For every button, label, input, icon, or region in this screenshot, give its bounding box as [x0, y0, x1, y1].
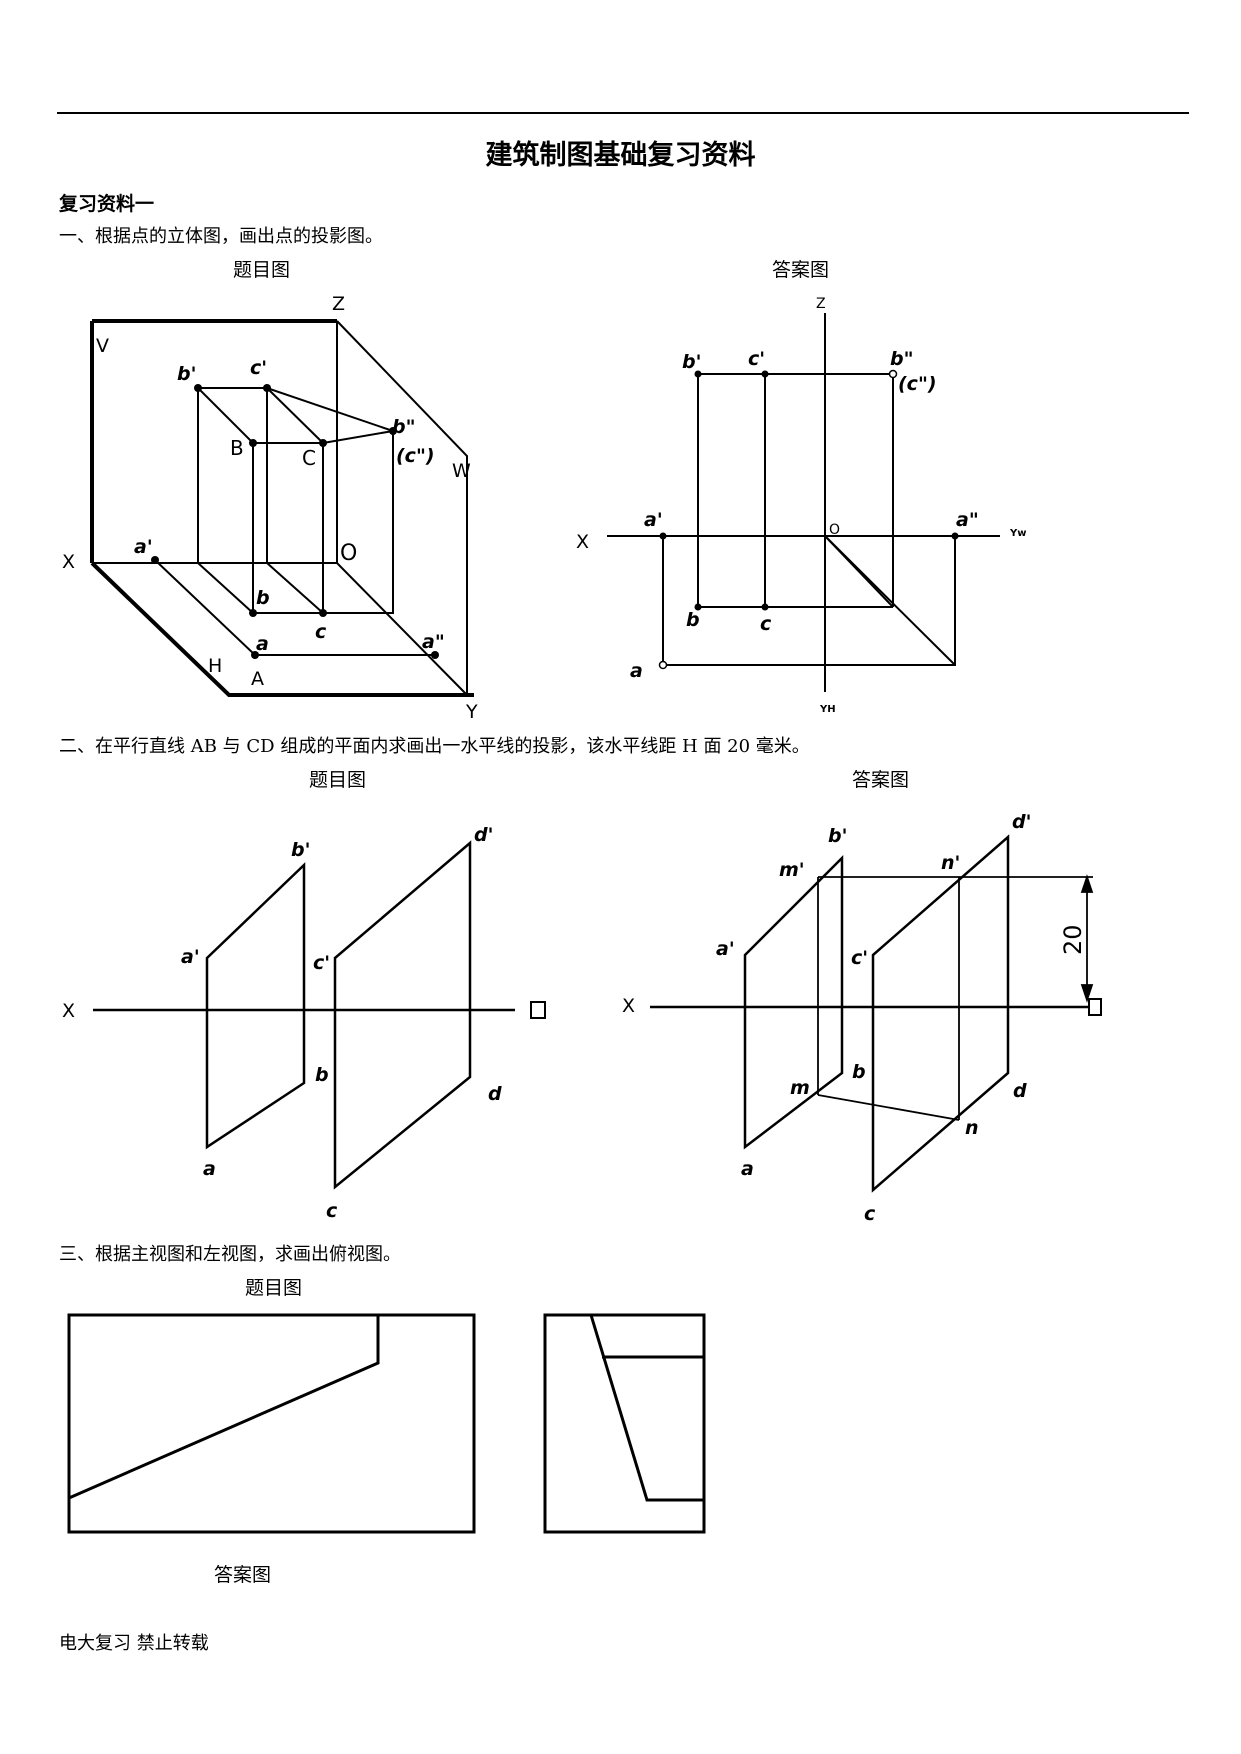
- label-b2: b": [392, 416, 416, 438]
- q2-caption-question: 题目图: [309, 769, 367, 791]
- ans-label-Z: Z: [816, 296, 826, 312]
- header-rule: [57, 112, 1189, 114]
- q2a-label-a1: a': [716, 938, 735, 960]
- q3-caption-question: 题目图: [245, 1277, 303, 1299]
- question-2-text: 二、在平行直线 AB 与 CD 组成的平面内求画出一水平线的投影，该水平线距 H…: [59, 736, 810, 757]
- q2a-label-b: b: [852, 1061, 866, 1083]
- label-B: B: [230, 436, 244, 460]
- q2a-label-b1: b': [828, 825, 847, 847]
- q2-caption-answer: 答案图: [852, 769, 910, 791]
- page-title: 建筑制图基础复习资料: [485, 140, 756, 171]
- q2-label-a1: a': [181, 946, 200, 968]
- ans-label-a2: a": [956, 509, 979, 531]
- q2a-label-c: c: [864, 1203, 876, 1225]
- section-heading: 复习资料一: [59, 193, 155, 215]
- label-c2: (c"): [396, 445, 435, 467]
- q2a-label-d1: d': [1012, 811, 1031, 833]
- label-A: A: [251, 668, 264, 690]
- page-footer: 电大复习 禁止转载: [59, 1633, 209, 1654]
- q2-label-c1: c': [313, 952, 330, 974]
- label-a1: a': [134, 536, 153, 558]
- label-a2: a": [422, 631, 445, 653]
- label-c1: c': [250, 357, 267, 379]
- label-c: c: [315, 621, 327, 643]
- label-Z: Z: [332, 293, 345, 315]
- q2-label-X: X: [62, 1000, 75, 1022]
- label-Y: Y: [465, 701, 478, 723]
- ans-label-YW: Yw: [1009, 528, 1026, 539]
- label-b1: b': [177, 363, 196, 385]
- q2a-label-c1: c': [851, 947, 868, 969]
- q2a-label-n1: n': [941, 852, 960, 874]
- q2-label-d: d: [488, 1083, 502, 1105]
- ans-label-b1: b': [682, 351, 701, 373]
- q1-caption-question: 题目图: [233, 259, 291, 281]
- label-C: C: [302, 446, 316, 470]
- q2-label-a: a: [203, 1158, 216, 1180]
- q2a-label-a: a: [741, 1158, 754, 1180]
- q2-label-b1: b': [291, 839, 310, 861]
- label-b: b: [256, 587, 270, 609]
- q1-caption-answer: 答案图: [772, 259, 830, 281]
- label-W: W: [452, 460, 471, 482]
- ans-label-a1: a': [644, 509, 663, 531]
- q2a-label-X: X: [622, 995, 635, 1017]
- ans-label-O: O: [829, 522, 840, 538]
- question-3-text: 三、根据主视图和左视图，求画出俯视图。: [59, 1244, 401, 1265]
- ans-label-a: a: [630, 660, 643, 682]
- q2-label-d1: d': [474, 824, 493, 846]
- q2-label-b: b: [315, 1064, 329, 1086]
- ans-label-b2: b": [890, 348, 914, 370]
- q2a-label-n: n: [965, 1117, 979, 1139]
- ans-label-b: b: [686, 609, 700, 631]
- label-X: X: [62, 551, 75, 573]
- ans-label-c1: c': [748, 348, 765, 370]
- label-O: O: [340, 541, 357, 566]
- label-V: V: [96, 335, 109, 357]
- label-H: H: [208, 655, 222, 677]
- q2a-label-m: m: [790, 1077, 810, 1099]
- ans-label-c: c: [760, 613, 772, 635]
- q2a-dimension-20: 20: [1059, 924, 1087, 955]
- q3-caption-answer: 答案图: [214, 1564, 272, 1586]
- question-1-text: 一、根据点的立体图，画出点的投影图。: [59, 226, 383, 247]
- ans-label-X: X: [576, 531, 589, 553]
- q2-label-c: c: [326, 1200, 338, 1222]
- ans-label-c2: (c"): [898, 373, 937, 395]
- ans-label-YH: YH: [819, 704, 836, 715]
- q2a-label-d: d: [1013, 1080, 1027, 1102]
- label-a: a: [256, 633, 269, 655]
- q2a-label-m1: m': [779, 859, 805, 881]
